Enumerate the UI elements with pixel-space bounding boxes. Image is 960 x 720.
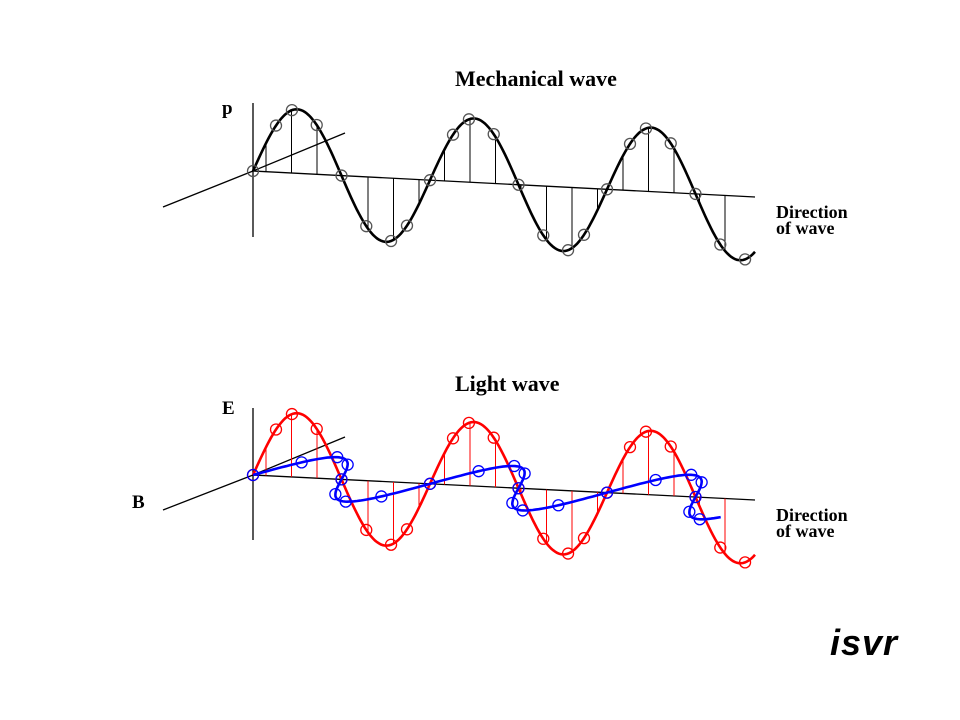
magnetic-particle-marker: [331, 451, 344, 464]
magnetic-particle-marker: [689, 490, 702, 504]
particle-marker: [537, 229, 550, 242]
direction-line-1: Direction: [776, 202, 848, 222]
propagation-axis-line: [252, 474, 756, 501]
electric-field-wave: [251, 411, 756, 565]
particle-marker: [577, 228, 591, 241]
particle-marker: [664, 440, 677, 453]
magnetic-particle-marker: [329, 488, 342, 501]
particle-marker: [738, 253, 752, 266]
mechanical-direction-label: Direction of wave: [776, 202, 848, 238]
transverse-axis-line: [162, 474, 254, 511]
mechanical-wave-curve: [251, 107, 756, 262]
particle-marker: [623, 440, 637, 454]
electric-axis-label: E: [222, 398, 235, 419]
particle-marker: [400, 219, 414, 232]
particle-marker: [561, 244, 575, 257]
magnetic-particle-marker: [375, 490, 388, 503]
magnetic-particle-marker: [516, 504, 529, 517]
magnetic-particle-marker: [693, 513, 706, 526]
particle-marker: [269, 423, 283, 436]
magnetic-particle-marker: [246, 468, 260, 482]
direction-line-1: Direction: [776, 505, 848, 525]
particle-marker: [360, 523, 373, 537]
magnetic-particle-marker: [683, 505, 696, 518]
particle-marker: [384, 538, 398, 551]
particle-marker: [487, 128, 500, 141]
magnetic-particle-marker: [518, 467, 531, 480]
particle-marker: [285, 104, 299, 117]
magnetic-field-wave: [252, 455, 721, 521]
particle-marker: [512, 178, 525, 191]
particle-marker: [423, 174, 437, 187]
transverse-axis-line-front: [252, 436, 346, 476]
particle-marker: [400, 523, 414, 536]
direction-line-2: of wave: [776, 521, 835, 541]
transverse-axis-line: [162, 170, 254, 208]
magnetic-particle-marker: [685, 468, 698, 481]
particle-marker: [487, 431, 500, 444]
particle-marker: [384, 234, 398, 248]
magnetic-particle-marker: [339, 495, 352, 508]
magnetic-particle-marker: [341, 458, 354, 471]
particle-marker: [335, 169, 348, 182]
magnetic-particle-marker: [508, 459, 521, 473]
particle-marker: [714, 238, 727, 251]
isvr-logo: isvr: [830, 622, 899, 663]
particle-marker: [446, 128, 460, 141]
particle-marker: [639, 122, 653, 135]
magnetic-particle-marker: [295, 456, 308, 469]
magnetic-particle-marker: [506, 496, 519, 510]
particle-marker: [664, 137, 677, 150]
magnetic-particle-marker: [335, 473, 348, 486]
particle-marker: [639, 425, 653, 438]
propagation-axis-line: [252, 170, 756, 198]
mechanical-wave-title: Mechanical wave: [455, 66, 617, 91]
particle-marker: [446, 432, 460, 445]
magnetic-axis-label: B: [132, 492, 145, 513]
magnetic-particle-marker: [695, 476, 708, 489]
magnetic-particle-marker: [512, 482, 525, 495]
particle-marker: [310, 422, 323, 436]
particle-marker: [285, 407, 299, 421]
particle-marker: [246, 164, 260, 178]
particle-marker: [360, 220, 373, 233]
particle-marker: [738, 556, 752, 569]
pressure-axis-label: p: [222, 98, 233, 119]
particle-marker: [623, 137, 637, 151]
particle-marker: [600, 183, 614, 196]
particle-marker: [269, 119, 283, 132]
particle-marker: [462, 416, 476, 430]
magnetic-particle-marker: [423, 477, 437, 490]
particle-marker: [561, 547, 575, 560]
particle-marker: [689, 187, 702, 201]
direction-line-2: of wave: [776, 218, 835, 238]
particle-marker: [577, 531, 591, 545]
particle-marker: [714, 541, 727, 554]
mechanical-wave-diagram: [162, 103, 756, 266]
magnetic-particle-marker: [600, 486, 614, 499]
transverse-axis-line-front: [252, 132, 346, 172]
magnetic-particle-marker: [552, 499, 565, 512]
particle-marker: [537, 532, 550, 545]
magnetic-particle-marker: [472, 465, 485, 478]
particle-marker: [462, 113, 476, 126]
light-wave-title: Light wave: [455, 371, 560, 396]
light-wave-diagram: [162, 407, 756, 569]
magnetic-particle-marker: [649, 473, 662, 487]
light-direction-label: Direction of wave: [776, 505, 848, 541]
particle-marker: [310, 118, 323, 132]
